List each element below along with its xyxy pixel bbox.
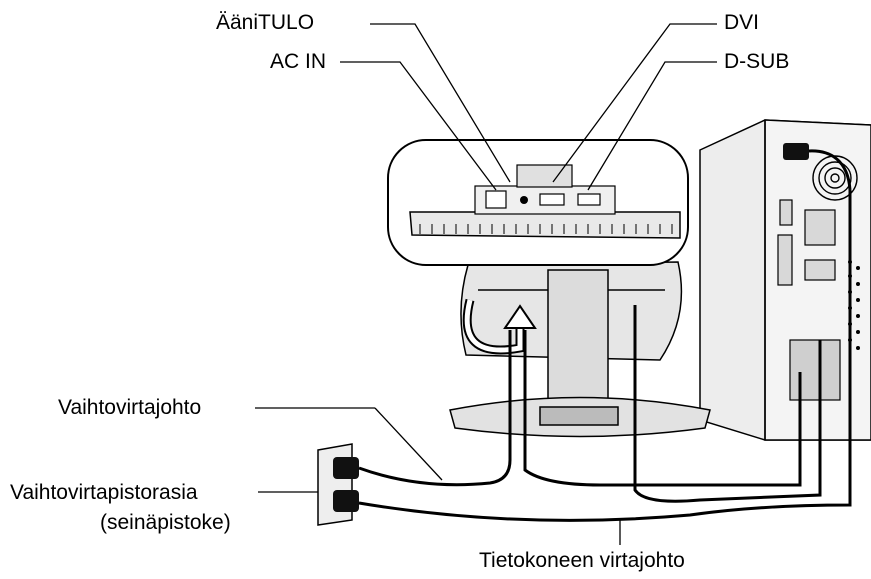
curved-arrow-icon bbox=[462, 298, 537, 355]
pc-rear-panel bbox=[777, 199, 841, 401]
label-ac-cord: Vaihtovirtajohto bbox=[58, 396, 202, 419]
label-ac-outlet-sub: (seinäpistoke) bbox=[100, 511, 231, 534]
monitor-stand bbox=[449, 269, 711, 438]
cables bbox=[358, 190, 852, 522]
connector-inset bbox=[387, 139, 689, 266]
wall-outlet bbox=[317, 443, 359, 526]
label-ac-outlet: Vaihtovirtapistorasia bbox=[10, 481, 198, 504]
label-dvi: DVI bbox=[724, 11, 760, 34]
leader-lines bbox=[255, 23, 717, 545]
label-audio-in: ÄäniTULO bbox=[216, 11, 315, 34]
label-dsub: D-SUB bbox=[724, 50, 790, 73]
pc-power-plug bbox=[783, 143, 852, 191]
label-pc-power-cord: Tietokoneen virtajohto bbox=[479, 549, 685, 572]
label-ac-in: AC IN bbox=[270, 50, 327, 73]
